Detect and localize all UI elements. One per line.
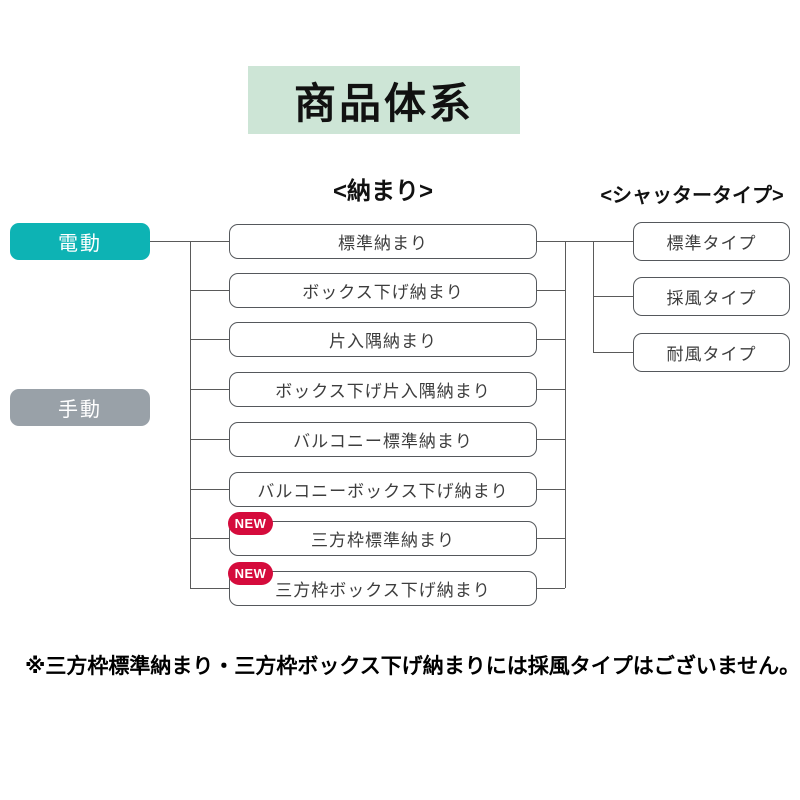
connector-line — [190, 489, 229, 491]
shutter-type-label: 耐風タイプ — [666, 345, 757, 364]
connector-line — [190, 538, 229, 540]
connector-line — [190, 241, 229, 243]
installation-box: 三方枠標準納まり — [229, 521, 537, 556]
connector-line — [537, 439, 565, 441]
installation-box: 標準納まり — [229, 224, 537, 259]
installation-label: バルコニー標準納まり — [293, 432, 473, 451]
column-header-installation: <納まり> — [332, 178, 434, 205]
connector-line — [190, 439, 229, 441]
connector-line — [537, 389, 565, 391]
connector-line — [537, 489, 565, 491]
connector-line — [190, 588, 229, 590]
shutter-type-box: 標準タイプ — [633, 222, 790, 261]
left-trunk-line — [190, 241, 192, 588]
connector-line — [537, 241, 565, 243]
column-header-shutter-type: <シャッタータイプ> — [600, 185, 784, 207]
installation-box: バルコニー標準納まり — [229, 422, 537, 457]
installation-box: バルコニーボックス下げ納まり — [229, 472, 537, 507]
installation-label: 片入隅納まり — [329, 332, 437, 351]
installation-label: 三方枠ボックス下げ納まり — [275, 581, 491, 600]
installation-label: ボックス下げ納まり — [302, 283, 464, 302]
shutter-type-box: 耐風タイプ — [633, 333, 790, 372]
manual-drive-box: 手動 — [10, 389, 150, 426]
connector-line — [190, 339, 229, 341]
installation-box: 片入隅納まり — [229, 322, 537, 357]
connector-line — [190, 389, 229, 391]
installation-box: ボックス下げ納まり — [229, 273, 537, 308]
new-badge: NEW — [228, 562, 273, 585]
shutter-type-label: 採風タイプ — [666, 289, 757, 308]
installation-label: 標準納まり — [338, 234, 428, 253]
footnote: ※三方枠標準納まり・三方枠ボックス下げ納まりには採風タイプはございません。 — [25, 655, 800, 678]
connector-line — [593, 296, 633, 298]
connector-line — [593, 352, 633, 354]
shutter-type-label: 標準タイプ — [666, 234, 757, 253]
connector-line — [537, 588, 565, 590]
page-title: 商品体系 — [248, 66, 520, 134]
installation-box: 三方枠ボックス下げ納まり — [229, 571, 537, 606]
shutter-type-box: 採風タイプ — [633, 277, 790, 316]
electric-drive-box: 電動 — [10, 223, 150, 260]
installation-label: 三方枠標準納まり — [311, 531, 455, 550]
connector-line — [537, 538, 565, 540]
connector-line — [537, 339, 565, 341]
right-trunk-line — [565, 241, 567, 588]
installation-box: ボックス下げ片入隅納まり — [229, 372, 537, 407]
connector-electric — [150, 241, 190, 243]
new-badge: NEW — [228, 512, 273, 535]
installation-label: バルコニーボックス下げ納まり — [257, 482, 509, 501]
connector-line — [190, 290, 229, 292]
connector-line — [537, 290, 565, 292]
connector-line — [565, 241, 633, 243]
installation-label: ボックス下げ片入隅納まり — [275, 382, 491, 401]
